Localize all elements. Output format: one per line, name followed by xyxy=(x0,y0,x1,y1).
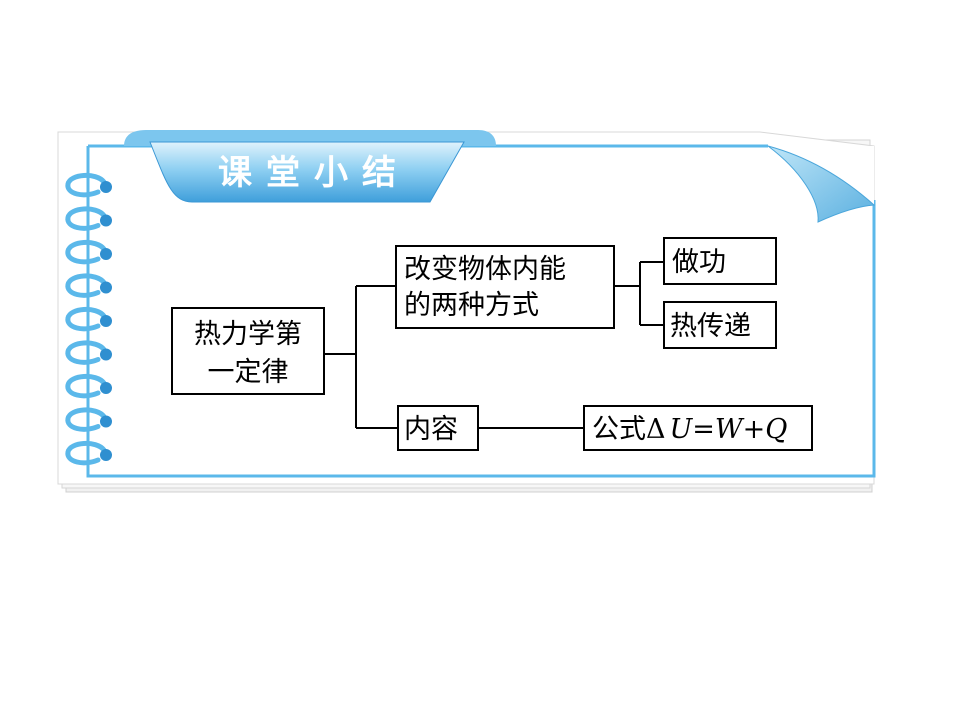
node-first-law: 热力学第 一定律 xyxy=(171,307,325,395)
spiral-ring xyxy=(65,206,107,231)
spiral-ring xyxy=(65,340,107,365)
spiral-hole xyxy=(100,348,112,361)
spiral-hole xyxy=(100,214,112,227)
spiral-hole xyxy=(100,415,112,428)
node-doing-work-label: 做功 xyxy=(672,247,726,278)
node-content: 内容 xyxy=(397,405,479,451)
spiral-hole xyxy=(100,382,112,394)
formula-expression: U=W+Q xyxy=(670,414,788,445)
page-curl-icon xyxy=(767,145,876,223)
spiral-binding-icon xyxy=(65,173,112,466)
node-two-ways-line1: 改变物体内能 xyxy=(404,254,566,285)
node-first-law-line1: 热力学第 xyxy=(194,319,302,350)
node-two-ways: 改变物体内能 的两种方式 xyxy=(395,245,615,329)
spiral-hole xyxy=(100,449,112,461)
connectors xyxy=(324,261,664,429)
node-heat-transfer: 热传递 xyxy=(663,301,777,349)
page-title: 课堂小结 xyxy=(218,153,410,193)
spiral-ring xyxy=(65,240,107,265)
spiral-ring xyxy=(65,441,107,466)
spiral-ring xyxy=(65,307,107,332)
spiral-hole xyxy=(100,248,112,260)
spiral-ring xyxy=(65,173,107,198)
spiral-hole xyxy=(100,281,112,294)
node-first-law-line2: 一定律 xyxy=(208,357,289,388)
node-content-label: 内容 xyxy=(404,414,458,445)
spiral-ring xyxy=(65,374,107,399)
spiral-ring xyxy=(65,273,107,298)
formula-prefix: 公式Δ xyxy=(592,414,666,445)
title-tab: 课堂小结 xyxy=(124,130,496,203)
spiral-hole xyxy=(100,315,112,327)
node-two-ways-line2: 的两种方式 xyxy=(404,290,539,321)
node-doing-work: 做功 xyxy=(663,237,777,285)
node-heat-transfer-label: 热传递 xyxy=(670,311,751,342)
spiral-ring xyxy=(65,407,107,432)
spiral-hole xyxy=(100,181,112,193)
